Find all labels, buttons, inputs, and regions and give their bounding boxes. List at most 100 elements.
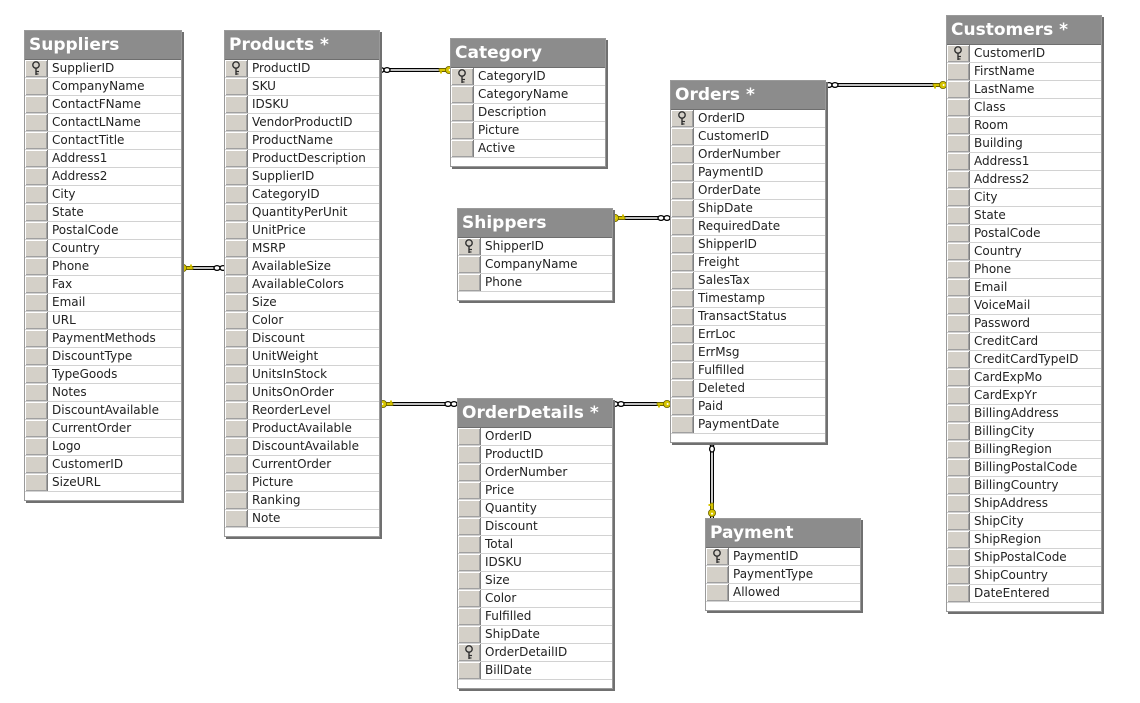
row-selector[interactable] bbox=[225, 456, 248, 473]
column-row[interactable]: Logo bbox=[25, 438, 181, 456]
column-row[interactable]: ShipRegion bbox=[947, 531, 1101, 549]
column-row[interactable]: OrderID bbox=[671, 110, 825, 128]
column-row[interactable]: ShipCity bbox=[947, 513, 1101, 531]
column-row[interactable]: Freight bbox=[671, 254, 825, 272]
row-selector[interactable] bbox=[225, 492, 248, 509]
row-selector[interactable] bbox=[458, 572, 481, 589]
column-row[interactable]: ProductDescription bbox=[225, 150, 379, 168]
column-row[interactable]: CategoryID bbox=[451, 68, 605, 86]
column-row[interactable]: DateEntered bbox=[947, 585, 1101, 603]
column-row[interactable]: Phone bbox=[947, 261, 1101, 279]
column-row[interactable]: CustomerID bbox=[947, 45, 1101, 63]
row-selector[interactable] bbox=[671, 308, 694, 325]
column-row[interactable]: Address1 bbox=[25, 150, 181, 168]
column-row[interactable]: ProductName bbox=[225, 132, 379, 150]
column-row[interactable]: PaymentMethods bbox=[25, 330, 181, 348]
row-selector[interactable] bbox=[458, 256, 481, 273]
table-title[interactable]: Shippers bbox=[458, 209, 612, 238]
row-selector[interactable] bbox=[947, 513, 970, 530]
row-selector[interactable] bbox=[947, 315, 970, 332]
row-selector[interactable] bbox=[458, 428, 481, 445]
row-selector[interactable] bbox=[25, 456, 48, 473]
row-selector[interactable] bbox=[947, 405, 970, 422]
relationship-connector[interactable] bbox=[379, 400, 458, 408]
column-row[interactable]: CustomerID bbox=[671, 128, 825, 146]
column-row[interactable]: PaymentType bbox=[706, 566, 860, 584]
column-row[interactable]: SupplierID bbox=[225, 168, 379, 186]
row-selector[interactable] bbox=[947, 261, 970, 278]
row-selector[interactable] bbox=[671, 344, 694, 361]
column-row[interactable]: Ranking bbox=[225, 492, 379, 510]
column-row[interactable]: Color bbox=[458, 590, 612, 608]
column-row[interactable]: ShipPostalCode bbox=[947, 549, 1101, 567]
row-selector[interactable] bbox=[25, 132, 48, 149]
column-row[interactable]: ContactLName bbox=[25, 114, 181, 132]
column-row[interactable]: CategoryName bbox=[451, 86, 605, 104]
column-row[interactable]: UnitWeight bbox=[225, 348, 379, 366]
row-selector[interactable] bbox=[225, 276, 248, 293]
row-selector[interactable] bbox=[225, 222, 248, 239]
column-row[interactable]: Description bbox=[451, 104, 605, 122]
column-row[interactable]: PaymentDate bbox=[671, 416, 825, 434]
row-selector[interactable] bbox=[25, 294, 48, 311]
column-row[interactable]: QuantityPerUnit bbox=[225, 204, 379, 222]
row-selector[interactable] bbox=[671, 146, 694, 163]
row-selector[interactable] bbox=[947, 495, 970, 512]
column-row[interactable]: OrderID bbox=[458, 428, 612, 446]
row-selector[interactable] bbox=[671, 164, 694, 181]
row-selector[interactable] bbox=[671, 218, 694, 235]
table-title[interactable]: Category bbox=[451, 39, 605, 68]
column-row[interactable]: BillingAddress bbox=[947, 405, 1101, 423]
row-selector[interactable] bbox=[25, 258, 48, 275]
row-selector[interactable] bbox=[947, 171, 970, 188]
column-row[interactable]: Discount bbox=[458, 518, 612, 536]
row-selector[interactable] bbox=[947, 441, 970, 458]
table-title[interactable]: Products * bbox=[225, 31, 379, 60]
column-row[interactable]: CategoryID bbox=[225, 186, 379, 204]
row-selector[interactable] bbox=[947, 387, 970, 404]
column-row[interactable]: SupplierID bbox=[25, 60, 181, 78]
row-selector[interactable] bbox=[451, 68, 474, 85]
column-row[interactable]: DiscountType bbox=[25, 348, 181, 366]
row-selector[interactable] bbox=[947, 189, 970, 206]
row-selector[interactable] bbox=[671, 380, 694, 397]
column-row[interactable]: PostalCode bbox=[25, 222, 181, 240]
row-selector[interactable] bbox=[25, 114, 48, 131]
row-selector[interactable] bbox=[25, 204, 48, 221]
relationship-connector[interactable] bbox=[179, 264, 227, 272]
row-selector[interactable] bbox=[458, 500, 481, 517]
row-selector[interactable] bbox=[671, 200, 694, 217]
row-selector[interactable] bbox=[947, 297, 970, 314]
row-selector[interactable] bbox=[947, 225, 970, 242]
row-selector[interactable] bbox=[947, 135, 970, 152]
column-row[interactable]: Picture bbox=[451, 122, 605, 140]
column-row[interactable]: Password bbox=[947, 315, 1101, 333]
row-selector[interactable] bbox=[458, 482, 481, 499]
row-selector[interactable] bbox=[458, 536, 481, 553]
row-selector[interactable] bbox=[225, 438, 248, 455]
row-selector[interactable] bbox=[947, 45, 970, 62]
column-row[interactable]: Class bbox=[947, 99, 1101, 117]
column-row[interactable]: ShipAddress bbox=[947, 495, 1101, 513]
row-selector[interactable] bbox=[947, 207, 970, 224]
row-selector[interactable] bbox=[25, 474, 48, 491]
row-selector[interactable] bbox=[671, 272, 694, 289]
row-selector[interactable] bbox=[671, 182, 694, 199]
column-row[interactable]: CustomerID bbox=[25, 456, 181, 474]
row-selector[interactable] bbox=[947, 333, 970, 350]
column-row[interactable]: VendorProductID bbox=[225, 114, 379, 132]
row-selector[interactable] bbox=[947, 459, 970, 476]
row-selector[interactable] bbox=[458, 644, 481, 661]
relationship-connector[interactable] bbox=[611, 400, 671, 408]
column-row[interactable]: Price bbox=[458, 482, 612, 500]
row-selector[interactable] bbox=[25, 168, 48, 185]
column-row[interactable]: City bbox=[25, 186, 181, 204]
row-selector[interactable] bbox=[451, 140, 474, 157]
column-row[interactable]: Note bbox=[225, 510, 379, 528]
row-selector[interactable] bbox=[458, 608, 481, 625]
row-selector[interactable] bbox=[225, 150, 248, 167]
column-row[interactable]: ContactTitle bbox=[25, 132, 181, 150]
row-selector[interactable] bbox=[458, 464, 481, 481]
